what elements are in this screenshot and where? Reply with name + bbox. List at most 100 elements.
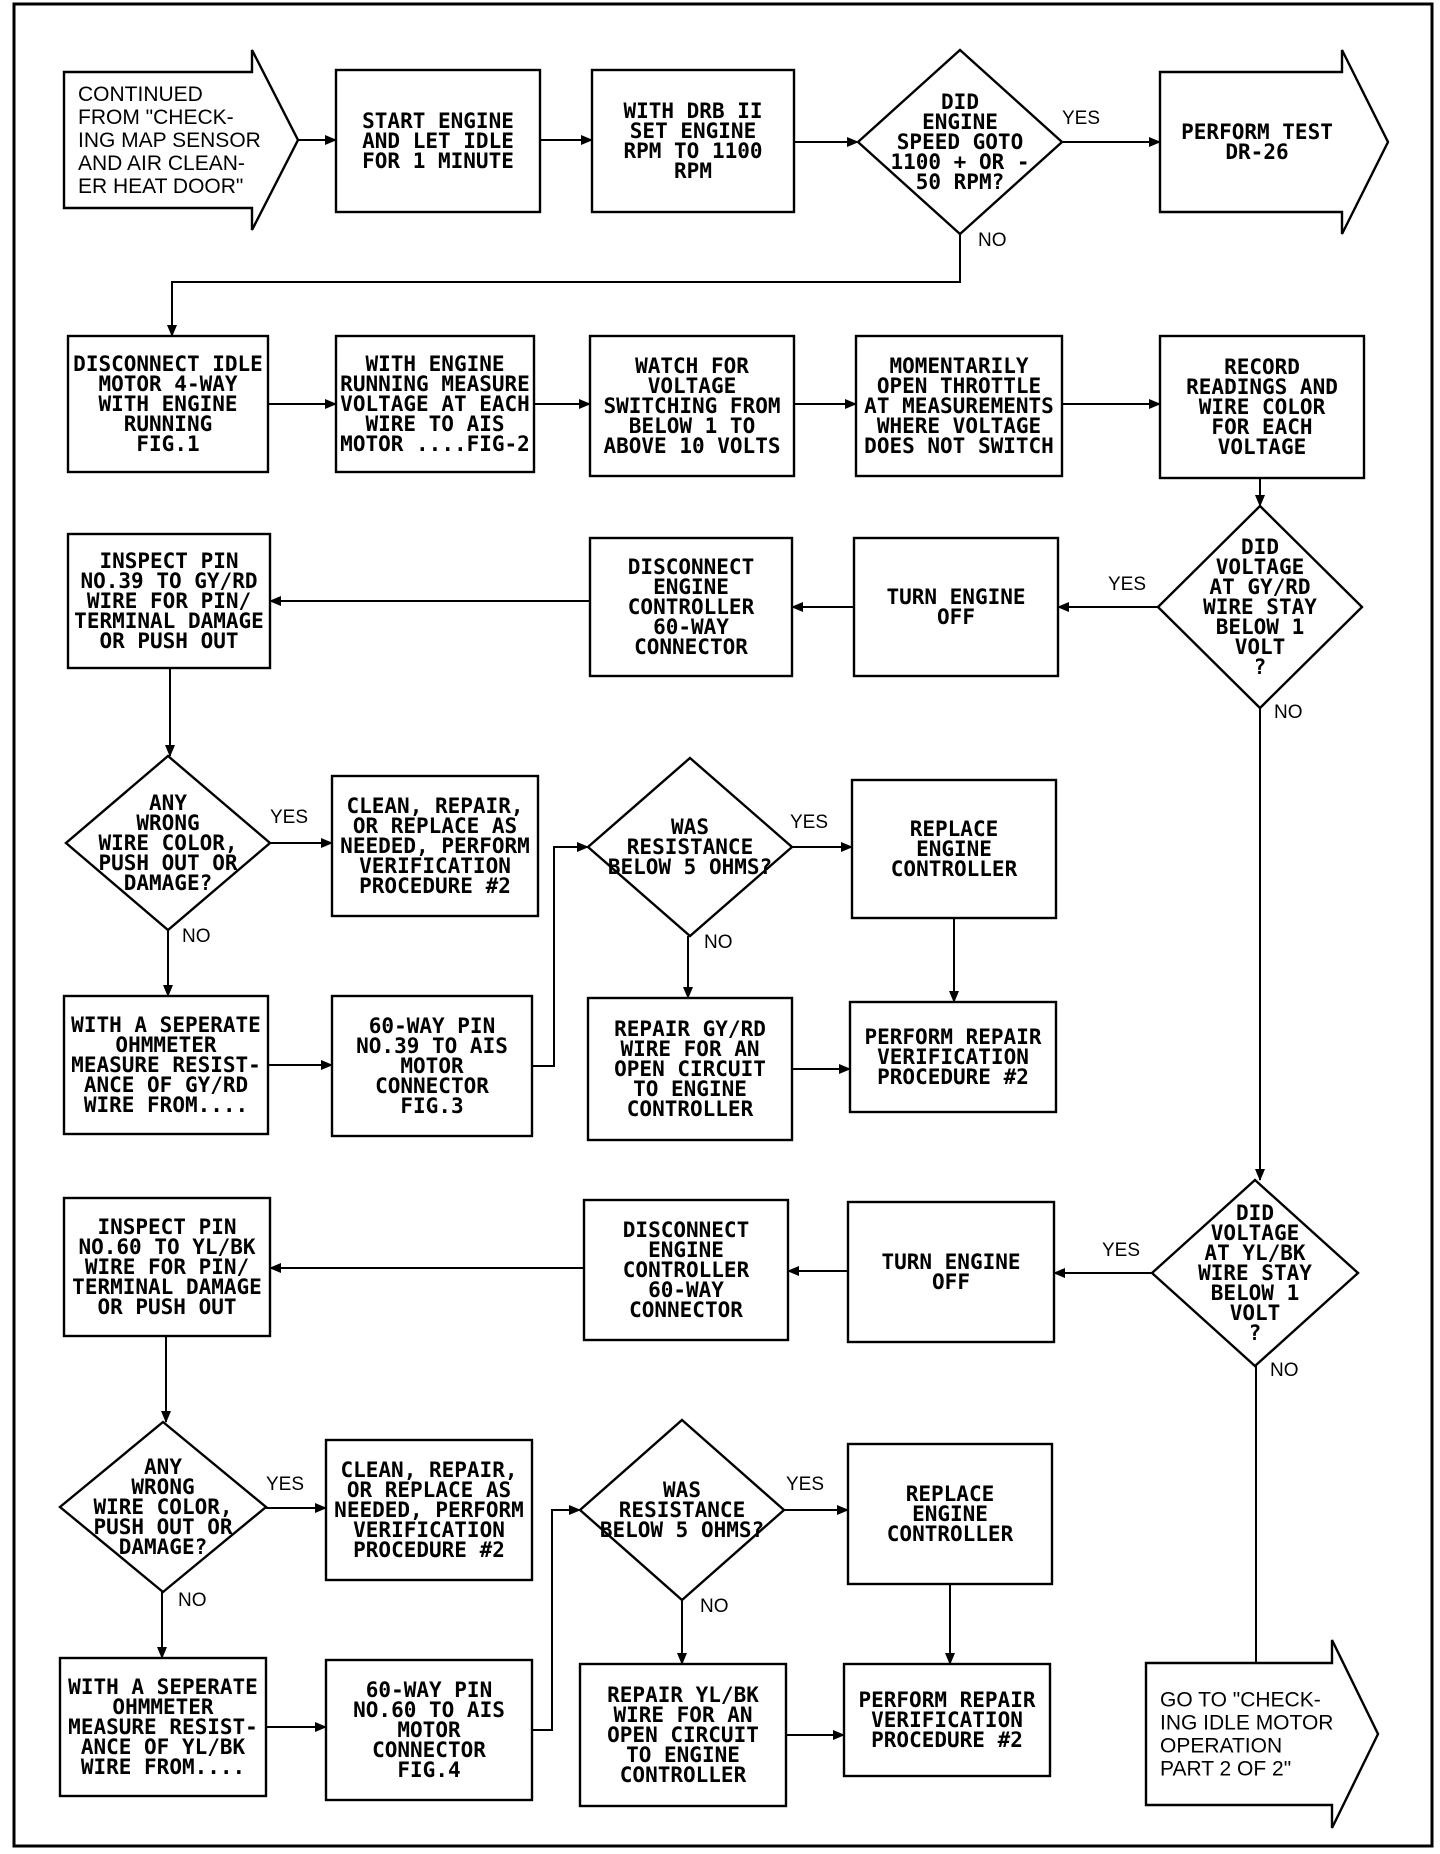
- edge-label: NO: [178, 1590, 207, 1611]
- node-label-line: CONNECTOR: [629, 1298, 743, 1322]
- node-label-line: MEASURE RESIST-: [68, 1715, 258, 1739]
- node-label-line: TERMINAL DAMAGE: [74, 609, 264, 633]
- decision-diamond: [1150, 1178, 1360, 1368]
- decision-diamond: [578, 1418, 786, 1602]
- node-label-line: ANY: [144, 1455, 182, 1479]
- edge-label: YES: [266, 1474, 304, 1495]
- node-label-line: SPEED GOTO: [897, 130, 1023, 154]
- node-label-line: CONTROLLER: [891, 857, 1018, 881]
- node-label-line: OPEN CIRCUIT: [607, 1723, 759, 1747]
- node-label-line: AND LET IDLE: [362, 129, 514, 153]
- node-label-line: WAS: [663, 1478, 701, 1502]
- node-label-line: WIRE STAY: [1198, 1261, 1312, 1285]
- process-box: [324, 1658, 534, 1802]
- process-box: [334, 68, 542, 214]
- node-label-line: ANCE OF YL/BK: [81, 1735, 246, 1759]
- node-label-line: OR PUSH OUT: [99, 629, 238, 653]
- node-label-line: WRONG: [136, 811, 199, 835]
- node-label-line: CONNECTOR: [375, 1074, 489, 1098]
- node-label-line: FIG.4: [397, 1758, 460, 1782]
- node-label-line: MOTOR: [400, 1054, 464, 1078]
- edge-label: YES: [1102, 1240, 1140, 1261]
- process-box: [66, 532, 272, 670]
- node-label-line: 60-WAY PIN: [369, 1014, 495, 1038]
- decision-diamond: [64, 754, 272, 932]
- node-label-line: DAMAGE?: [124, 871, 213, 895]
- node-label-line: MOTOR 4-WAY: [98, 372, 237, 396]
- process-box: [588, 334, 796, 478]
- node-label-line: AT MEASUREMENTS: [864, 394, 1054, 418]
- node-label-line: NEEDED, PERFORM: [334, 1498, 524, 1522]
- node-label-line: OPEN THROTTLE: [877, 374, 1041, 398]
- node-label-line: NO.39 TO GY/RD: [80, 569, 257, 593]
- node-label-line: TERMINAL DAMAGE: [72, 1275, 262, 1299]
- node-label-line: DISCONNECT IDLE: [73, 352, 263, 376]
- node-label-line: MOTOR ....FIG-2: [340, 432, 530, 456]
- terminal-arrow: [62, 49, 300, 231]
- node-label-line: START ENGINE: [362, 109, 514, 133]
- node-label-line: CLEAN, REPAIR,: [340, 1458, 517, 1482]
- node-label-line: INSPECT PIN: [97, 1215, 236, 1239]
- node-label-line: ABOVE 10 VOLTS: [603, 434, 780, 458]
- process-box: [58, 1656, 268, 1798]
- node-label-line: PROCEDURE #2: [877, 1065, 1029, 1089]
- decision-diamond: [856, 48, 1064, 236]
- node-label-line: DISCONNECT: [628, 555, 754, 579]
- node-label-line: RESISTANCE: [619, 1498, 745, 1522]
- node-label-line: MEASURE RESIST-: [71, 1053, 261, 1077]
- node-label-line: REPAIR YL/BK: [607, 1683, 759, 1707]
- node-label-line: WITH A SEPERATE: [71, 1013, 261, 1037]
- node-label-line: CONTROLLER: [628, 595, 755, 619]
- process-box: [62, 1196, 272, 1338]
- node-label-line: SWITCHING FROM: [603, 394, 780, 418]
- decision-diamond: [58, 1420, 268, 1594]
- node-label-line: MOTOR: [397, 1718, 461, 1742]
- node-label-line: PERFORM REPAIR: [858, 1688, 1035, 1712]
- node-label-line: DID: [1241, 535, 1279, 559]
- node-label-line: ENGINE: [653, 575, 729, 599]
- edge-label: NO: [1274, 702, 1303, 723]
- node-label-line: OPERATION: [1160, 1734, 1282, 1757]
- edge-label: NO: [1270, 1360, 1299, 1381]
- process-box: [850, 778, 1058, 920]
- node-label-line: ANY: [149, 791, 187, 815]
- node-label-line: CONTROLLER: [887, 1522, 1014, 1546]
- node-label-line: NEEDED, PERFORM: [340, 834, 530, 858]
- process-box: [334, 334, 536, 474]
- node-label-line: RPM TO 1100: [623, 139, 762, 163]
- node-label-line: 60-WAY PIN: [366, 1678, 492, 1702]
- edge-label: NO: [978, 230, 1007, 251]
- node-label-line: BELOW 1: [1211, 1281, 1300, 1305]
- node-label-line: ENGINE: [648, 1238, 724, 1262]
- node-label-line: WIRE FROM....: [81, 1755, 245, 1779]
- process-box: [330, 994, 534, 1138]
